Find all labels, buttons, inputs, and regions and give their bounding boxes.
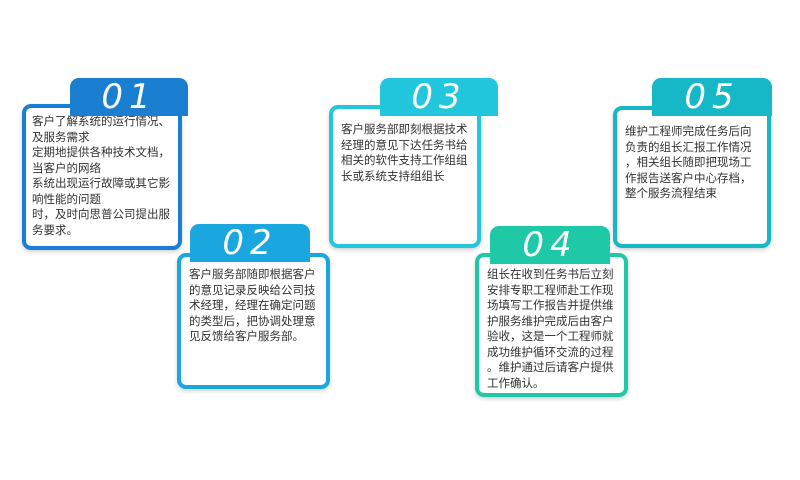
step-01-card: 客户了解系统的运行情况、 及服务需求 定期地提供各种技术文档， 当客户的网络 系… (22, 104, 182, 250)
step-01-text: 客户了解系统的运行情况、 及服务需求 定期地提供各种技术文档， 当客户的网络 系… (32, 114, 170, 237)
step-03-number: 03 (411, 77, 467, 117)
step-04-number: 04 (522, 225, 578, 265)
step-05-text: 维护工程师完成任务后向 负责的组长汇报工作情况 ，相关组长随即把现场工 作报告送… (625, 124, 752, 200)
step-05-number: 05 (684, 77, 740, 117)
step-02-text: 客户服务部随即根据客户 的意见记录反映给公司技 术经理，经理在确定问题 的类型后… (189, 267, 316, 343)
step-01-tab: 01 (70, 78, 188, 116)
step-03-tab: 03 (380, 78, 498, 116)
step-02-tab: 02 (190, 224, 310, 262)
step-04-text: 组长在收到任务书后立刻 安排专职工程师赴工作现 场填写工作报告并提供维 护服务维… (487, 267, 614, 390)
step-04-tab: 04 (490, 226, 610, 264)
step-05-tab: 05 (652, 78, 772, 116)
step-02-card: 客户服务部随即根据客户 的意见记录反映给公司技 术经理，经理在确定问题 的类型后… (177, 253, 330, 389)
step-02-number: 02 (222, 223, 278, 263)
step-03-card: 客户服务部即刻根据技术 经理的意见下达任务书给 相关的软件支持工作组组 长或系统… (329, 105, 481, 248)
step-05-card: 维护工程师完成任务后向 负责的组长汇报工作情况 ，相关组长随即把现场工 作报告送… (613, 106, 771, 248)
step-04-card: 组长在收到任务书后立刻 安排专职工程师赴工作现 场填写工作报告并提供维 护服务维… (475, 253, 628, 397)
step-03-text: 客户服务部即刻根据技术 经理的意见下达任务书给 相关的软件支持工作组组 长或系统… (341, 122, 468, 183)
step-01-number: 01 (101, 77, 157, 117)
